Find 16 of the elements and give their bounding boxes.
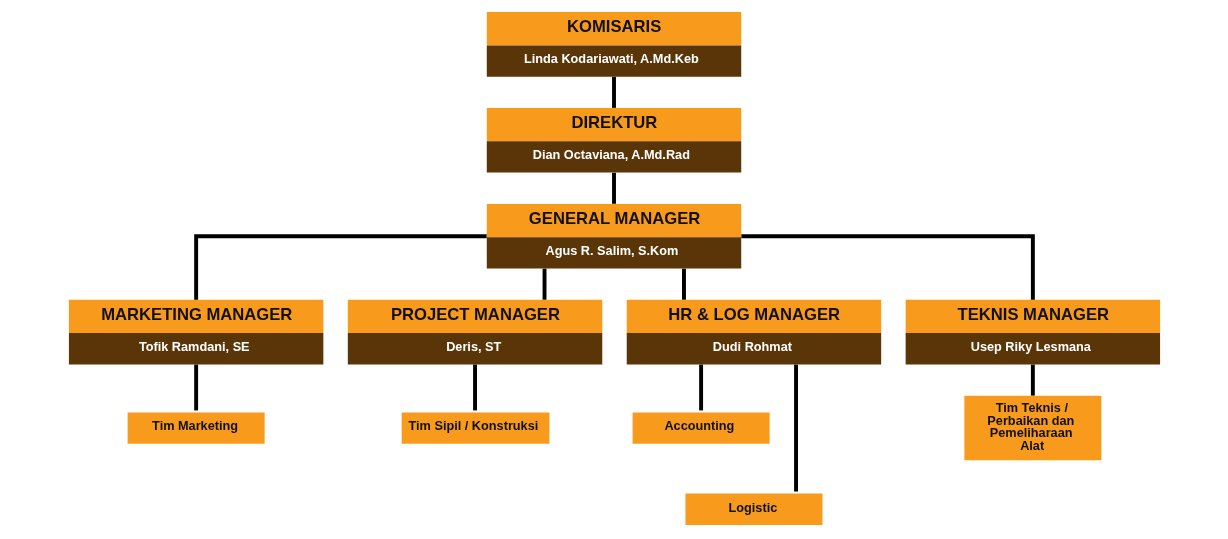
connector [193, 234, 487, 300]
connector [681, 268, 686, 300]
connector [611, 76, 616, 108]
connector [793, 364, 798, 492]
node-box: Logistic [684, 493, 822, 525]
connector [698, 364, 703, 411]
connector [542, 268, 546, 300]
connector [611, 172, 616, 204]
node-box: Tim Marketing [127, 412, 265, 444]
node-box: Accounting [632, 412, 770, 444]
connector [1030, 364, 1035, 396]
connector [472, 364, 477, 411]
connector [193, 364, 198, 411]
connector [740, 234, 1035, 300]
node-box: Tim Teknis / Perbaikan dan Pemeliharaan Alat [963, 395, 1101, 461]
node-box: Tim Sipil / Konstruksi [401, 412, 549, 444]
